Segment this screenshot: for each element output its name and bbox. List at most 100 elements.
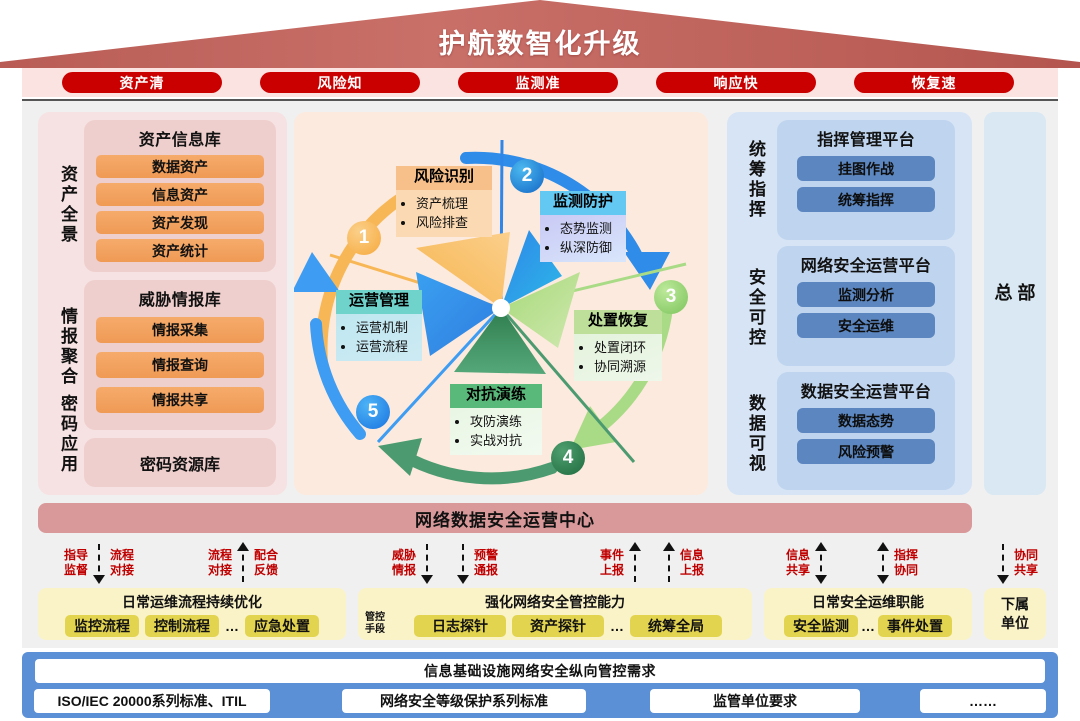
soc-bar: 网络数据安全运营中心	[38, 503, 972, 533]
node-items: 攻防演练 实战对抗	[450, 407, 542, 456]
arrow-label-left: 事件 上报	[600, 548, 625, 577]
card-threat-intel-repository[interactable]: 威胁情报库 情报采集 情报查询 情报共享	[84, 280, 276, 430]
node-item: 态势监测	[560, 220, 622, 239]
node-operation-management[interactable]: 运营管理 运营机制 运营流程	[336, 290, 422, 362]
foundation-band: 信息基础设施网络安全纵向管控需求 ISO/IEC 20000系列标准、ITIL …	[22, 652, 1058, 718]
standard-ellipsis: ……	[920, 689, 1046, 713]
chip-map-based-operations[interactable]: 挂图作战	[796, 156, 936, 181]
standard-mlps[interactable]: 网络安全等级保护系列标准	[342, 689, 586, 713]
arrow-group-information-sharing: 信息 共享	[786, 541, 832, 585]
node-item: 资产梳理	[416, 195, 488, 214]
chip-intel-collection[interactable]: 情报采集	[95, 317, 265, 343]
group-title: 日常运维流程持续优化	[122, 594, 262, 610]
card-data-security-ops-platform[interactable]: 数据安全运营平台 数据态势 风险预警	[777, 372, 955, 490]
side-tag-control-means: 管控 手段	[365, 612, 385, 635]
chip-asset-statistics[interactable]: 资产统计	[95, 239, 265, 262]
arrow-label-left: 信息 共享	[786, 548, 811, 577]
arrow-group-guidance-supervision: 指导 监督 流程 对接	[64, 541, 134, 585]
arrow-group-process-feedback: 流程 对接 配合 反馈	[208, 541, 278, 585]
node-title: 监测防护	[540, 191, 626, 215]
node-title: 风险识别	[396, 166, 492, 190]
node-risk-identification[interactable]: 风险识别 资产梳理 风险排查	[396, 166, 492, 238]
node-items: 资产梳理 风险排查	[396, 189, 492, 238]
badge-2: 2	[510, 159, 544, 193]
chip-asset-probe[interactable]: 资产探针	[512, 615, 604, 637]
node-title: 处置恢复	[574, 310, 662, 334]
card-title: 数据安全运营平台	[800, 384, 932, 401]
chip-data-asset[interactable]: 数据资产	[95, 155, 265, 178]
subordinate-unit-box: 下属 单位	[984, 588, 1046, 640]
right-vlabel-data-visibility: 数据可视	[746, 394, 765, 474]
capability-pill-strip: 资产清 风险知 监测准 响应快 恢复速	[22, 68, 1058, 97]
pill-accurate-monitoring[interactable]: 监测准	[458, 72, 618, 93]
card-asset-info-repository[interactable]: 资产信息库 数据资产 信息资产 资产发现 资产统计	[84, 120, 276, 272]
card-title: 密码资源库	[139, 456, 220, 474]
arrow-up-icon	[627, 542, 643, 584]
right-panel: 统筹指挥 安全可控 数据可视 指挥管理平台 挂图作战 统筹指挥 网络安全运营平台…	[727, 112, 972, 495]
arrow-down-icon	[91, 542, 107, 584]
chip-emergency-handling[interactable]: 应急处置	[245, 615, 319, 637]
header-divider	[22, 99, 1058, 101]
card-network-security-ops-platform[interactable]: 网络安全运营平台 监测分析 安全运维	[777, 246, 955, 366]
badge-5: 5	[356, 395, 390, 429]
arrow-group-collaborative-sharing: 协同 共享	[992, 541, 1038, 585]
chip-monitoring-analysis[interactable]: 监测分析	[796, 282, 936, 307]
pill-asset-clarity[interactable]: 资产清	[62, 72, 222, 93]
badge-1: 1	[347, 221, 381, 255]
arrow-label-left: 流程 对接	[208, 548, 233, 577]
chip-unified-command[interactable]: 统筹指挥	[796, 187, 936, 212]
headquarters-column	[984, 112, 1046, 495]
pill-risk-awareness[interactable]: 风险知	[260, 72, 420, 93]
chip-control-process[interactable]: 控制流程	[145, 615, 219, 637]
left-panel: 资产全景 情报聚合 密码应用 资产信息库 数据资产 信息资产 资产发现 资产统计…	[38, 112, 287, 495]
ellipsis: …	[610, 618, 624, 634]
chip-incident-handling[interactable]: 事件处置	[878, 615, 952, 637]
chip-information-asset[interactable]: 信息资产	[95, 183, 265, 206]
chip-intel-query[interactable]: 情报查询	[95, 352, 265, 378]
pill-fast-response[interactable]: 响应快	[656, 72, 816, 93]
arrow-group-incident-report: 事件 上报	[600, 541, 646, 585]
node-disposal-recovery[interactable]: 处置恢复 处置闭环 协同溯源	[574, 310, 662, 382]
left-vlabel-asset-panorama: 资产全景	[58, 165, 77, 245]
arrow-label-right: 信息 上报	[680, 548, 705, 577]
roof-shape	[0, 0, 1080, 68]
card-crypto-resource-repository[interactable]: 密码资源库	[84, 438, 276, 487]
arrow-group-early-warning-notice: 预警 通报	[452, 541, 498, 585]
pill-quick-recovery[interactable]: 恢复速	[854, 72, 1014, 93]
standard-regulator[interactable]: 监管单位要求	[650, 689, 860, 713]
chip-log-probe[interactable]: 日志探针	[414, 615, 506, 637]
chip-security-ops[interactable]: 安全运维	[796, 313, 936, 338]
group-daily-ops-optimization: 日常运维流程持续优化 监控流程 控制流程 … 应急处置	[38, 588, 346, 640]
right-vlabel-security-control: 安全可控	[746, 268, 765, 348]
node-monitoring-protection[interactable]: 监测防护 态势监测 纵深防御	[540, 191, 626, 263]
arrow-group-information-report: 信息 上报	[658, 541, 704, 585]
arrow-up-icon	[235, 542, 251, 584]
chip-row: 监控流程 控制流程 … 应急处置	[38, 615, 346, 637]
chip-security-monitoring[interactable]: 安全监测	[784, 615, 858, 637]
chip-risk-early-warning[interactable]: 风险预警	[796, 439, 936, 464]
card-title: 威胁情报库	[138, 292, 222, 309]
arrow-label-right: 协同 共享	[1014, 548, 1039, 577]
arrow-group-command-coordination: 指挥 协同	[872, 541, 918, 585]
foundation-requirement-label: 信息基础设施网络安全纵向管控需求	[35, 659, 1045, 683]
node-item: 处置闭环	[594, 339, 658, 358]
chip-overall-coordination[interactable]: 统筹全局	[630, 615, 722, 637]
chip-monitoring-process[interactable]: 监控流程	[65, 615, 139, 637]
node-item: 纵深防御	[560, 239, 622, 258]
standard-iso-itil[interactable]: ISO/IEC 20000系列标准、ITIL	[34, 689, 270, 713]
group-title: 强化网络安全管控能力	[485, 594, 625, 610]
ellipsis: …	[861, 618, 875, 634]
node-items: 处置闭环 协同溯源	[574, 333, 662, 382]
center-cycle-panel: 风险识别 资产梳理 风险排查 1 监测防护 态势监测 纵深防御 2 处置恢复 处…	[294, 112, 708, 495]
arrow-label-left: 指导 监督	[64, 548, 89, 577]
chip-asset-discovery[interactable]: 资产发现	[95, 211, 265, 234]
chip-row: 安全监测 … 事件处置	[764, 615, 972, 637]
chip-intel-sharing[interactable]: 情报共享	[95, 387, 265, 413]
chip-data-situation[interactable]: 数据态势	[796, 408, 936, 433]
node-item: 实战对抗	[470, 432, 538, 451]
node-item: 运营机制	[356, 319, 418, 338]
group-title: 日常安全运维职能	[812, 594, 924, 610]
node-confrontation-drill[interactable]: 对抗演练 攻防演练 实战对抗	[450, 384, 542, 456]
card-command-management-platform[interactable]: 指挥管理平台 挂图作战 统筹指挥	[777, 120, 955, 240]
